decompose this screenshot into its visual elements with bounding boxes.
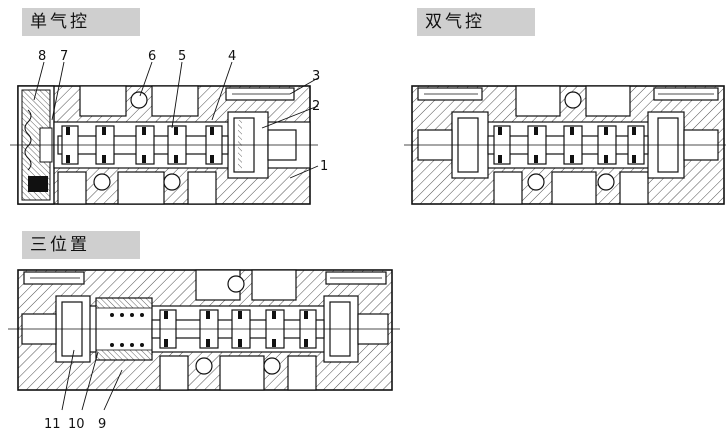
callout-11: 11 (44, 417, 61, 432)
callout-4: 4 (228, 49, 236, 64)
callout-3: 3 (312, 69, 320, 84)
callout-2: 2 (312, 99, 320, 114)
double-pilot-valve (404, 85, 726, 205)
three-position-valve: 11 10 9 (8, 269, 400, 432)
single-pilot-valve: 8 7 6 5 4 3 2 1 (10, 49, 328, 205)
callout-5: 5 (178, 49, 186, 64)
callout-1: 1 (320, 159, 328, 174)
section-label-double: 双气控 (417, 8, 535, 36)
callout-7: 7 (60, 49, 68, 64)
section-label-single: 单气控 (22, 8, 140, 36)
callout-10: 10 (68, 417, 85, 432)
callout-6: 6 (148, 49, 156, 64)
callout-8: 8 (38, 49, 46, 64)
section-label-three: 三位置 (22, 231, 140, 259)
callout-9: 9 (98, 417, 106, 432)
